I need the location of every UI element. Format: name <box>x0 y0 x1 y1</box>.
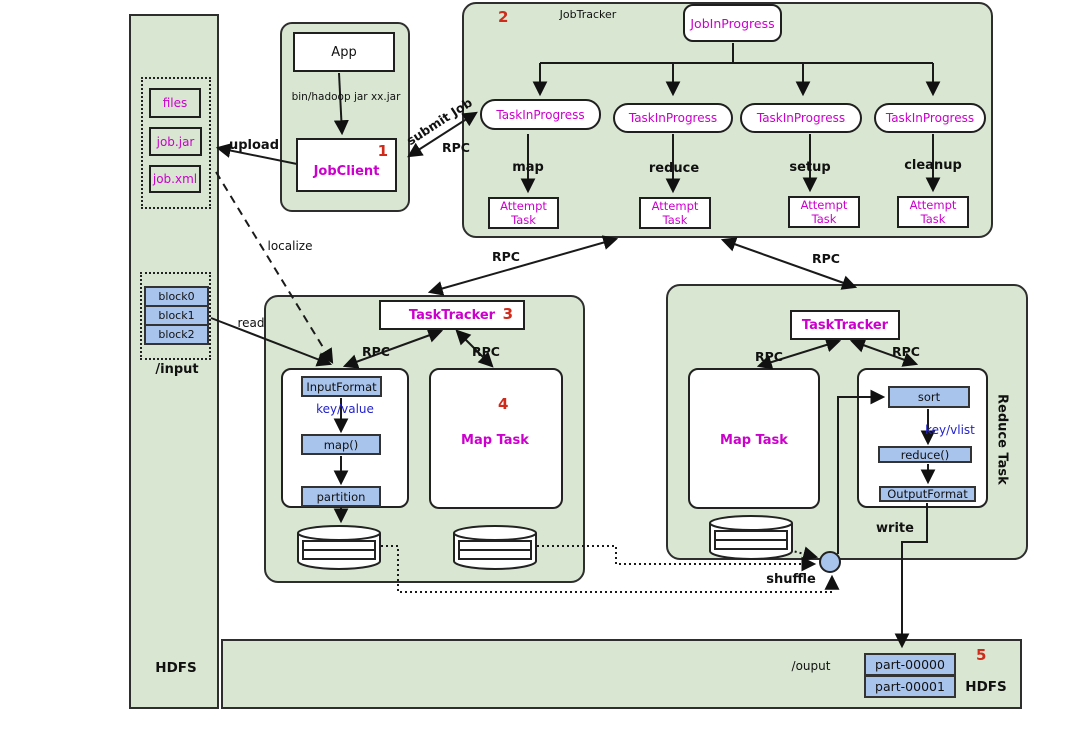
map-task-panel-right <box>688 368 820 509</box>
job-xml-label: job.xml <box>152 172 198 186</box>
sort-box: sort <box>888 386 970 408</box>
map-task-panel <box>429 368 563 509</box>
step-5-badge: 5 <box>976 646 987 664</box>
taskinprogress-label-2: TaskInProgress <box>628 111 718 125</box>
files-label: files <box>162 96 188 110</box>
jobtracker-title: JobTracker <box>559 8 617 21</box>
rpc-label-outer-left: RPC <box>492 249 520 264</box>
attempt-task-label-4: Attempt Task <box>909 197 957 226</box>
attempt-task-label-1: Attempt Task <box>500 198 547 227</box>
shuffle-label: shuffle <box>766 571 816 587</box>
taskinprogress-box-3: TaskInProgress <box>740 103 862 133</box>
step-1-badge: 1 <box>377 142 388 160</box>
rpc-label-right-tracker-1: RPC <box>755 348 783 364</box>
jobclient-label: JobClient <box>313 163 380 179</box>
key-value-label: key/value <box>316 401 374 416</box>
map-fn-box: map() <box>301 434 381 455</box>
tasktracker-right-box: TaskTracker <box>790 310 900 340</box>
task-type-cleanup: cleanup <box>904 157 962 173</box>
rpc-label-submit: RPC <box>442 140 470 155</box>
jobinprogress-label: JobInProgress <box>690 15 775 31</box>
map-task-label-right: Map Task <box>720 433 788 448</box>
part-00001-label: part-00001 <box>875 679 945 694</box>
map-task-label-left: Map Task <box>461 433 529 448</box>
read-label: read <box>237 316 265 330</box>
taskinprogress-box-1: TaskInProgress <box>480 99 601 130</box>
job-files-group <box>141 77 211 209</box>
tasktracker-left-label: TaskTracker <box>408 307 496 323</box>
files-box: files <box>149 88 201 118</box>
upload-label: upload <box>228 137 280 153</box>
step-3-badge: 3 <box>502 305 513 323</box>
attempt-task-label-3: Attempt Task <box>800 197 848 226</box>
step-2-badge: 2 <box>498 8 509 26</box>
attempt-task-box-4: Attempt Task <box>897 196 969 228</box>
task-type-setup: setup <box>789 159 831 175</box>
hdfs-left-label: HDFS <box>155 659 197 676</box>
jobinprogress-box: JobInProgress <box>683 4 782 42</box>
write-label: write <box>876 520 914 536</box>
attempt-task-box-1: Attempt Task <box>488 197 559 229</box>
block2-label: block2 <box>158 328 195 341</box>
part-00000-box: part-00000 <box>864 653 956 676</box>
shuffle-node <box>819 551 841 573</box>
hdfs-bottom-label: HDFS <box>965 678 1007 695</box>
step-4-badge: 4 <box>498 395 509 413</box>
partition-label: partition <box>316 489 366 504</box>
inputformat-box: InputFormat <box>301 376 382 397</box>
reduce-fn-box: reduce() <box>878 446 972 463</box>
localize-label: localize <box>267 239 313 253</box>
part-00001-box: part-00001 <box>864 675 956 698</box>
app-box: App <box>293 32 395 72</box>
input-blocks-group <box>140 272 211 360</box>
block1-label: block1 <box>158 309 195 322</box>
rpc-label-left-tracker-2: RPC <box>472 343 500 359</box>
job-jar-box: job.jar <box>149 127 202 156</box>
reduce-fn-label: reduce() <box>900 447 950 462</box>
inputformat-label: InputFormat <box>306 379 377 394</box>
taskinprogress-label-4: TaskInProgress <box>885 111 975 125</box>
output-dir-label: /ouput <box>791 659 831 673</box>
taskinprogress-box-4: TaskInProgress <box>874 103 986 133</box>
block2-box: block2 <box>144 324 209 345</box>
taskinprogress-label-3: TaskInProgress <box>756 111 846 125</box>
sort-label: sort <box>917 390 941 404</box>
hadoop-command-label: bin/hadoop jar xx.jar <box>291 91 401 103</box>
task-type-map: map <box>512 159 544 175</box>
rpc-label-outer-right: RPC <box>812 251 840 266</box>
map-fn-label: map() <box>323 437 359 452</box>
tasktracker-left-box: TaskTracker 3 <box>379 300 525 330</box>
attempt-task-box-3: Attempt Task <box>788 196 860 228</box>
block0-box: block0 <box>144 286 209 307</box>
part-00000-label: part-00000 <box>875 657 945 672</box>
rpc-label-right-tracker-2: RPC <box>892 343 920 359</box>
input-dir-label: /input <box>155 361 199 377</box>
job-jar-label: job.jar <box>156 134 195 149</box>
outputformat-box: OutputFormat <box>879 486 976 502</box>
key-vlist-label: key/vlist <box>925 422 975 437</box>
taskinprogress-box-2: TaskInProgress <box>613 103 733 133</box>
taskinprogress-label-1: TaskInProgress <box>496 107 585 122</box>
attempt-task-label-2: Attempt Task <box>651 198 699 227</box>
block1-box: block1 <box>144 305 209 326</box>
partition-box: partition <box>301 486 381 507</box>
tasktracker-right-label: TaskTracker <box>801 317 889 333</box>
block0-label: block0 <box>158 290 195 303</box>
jobclient-box: 1 JobClient <box>296 138 397 192</box>
task-type-reduce: reduce <box>648 160 700 176</box>
reduce-task-vertical-label: Reduce Task <box>994 394 1010 485</box>
job-xml-box: job.xml <box>149 165 201 193</box>
rpc-label-left-tracker-1: RPC <box>362 343 390 359</box>
outputformat-label: OutputFormat <box>887 487 968 501</box>
app-label: App <box>331 44 357 60</box>
attempt-task-box-2: Attempt Task <box>639 197 711 229</box>
